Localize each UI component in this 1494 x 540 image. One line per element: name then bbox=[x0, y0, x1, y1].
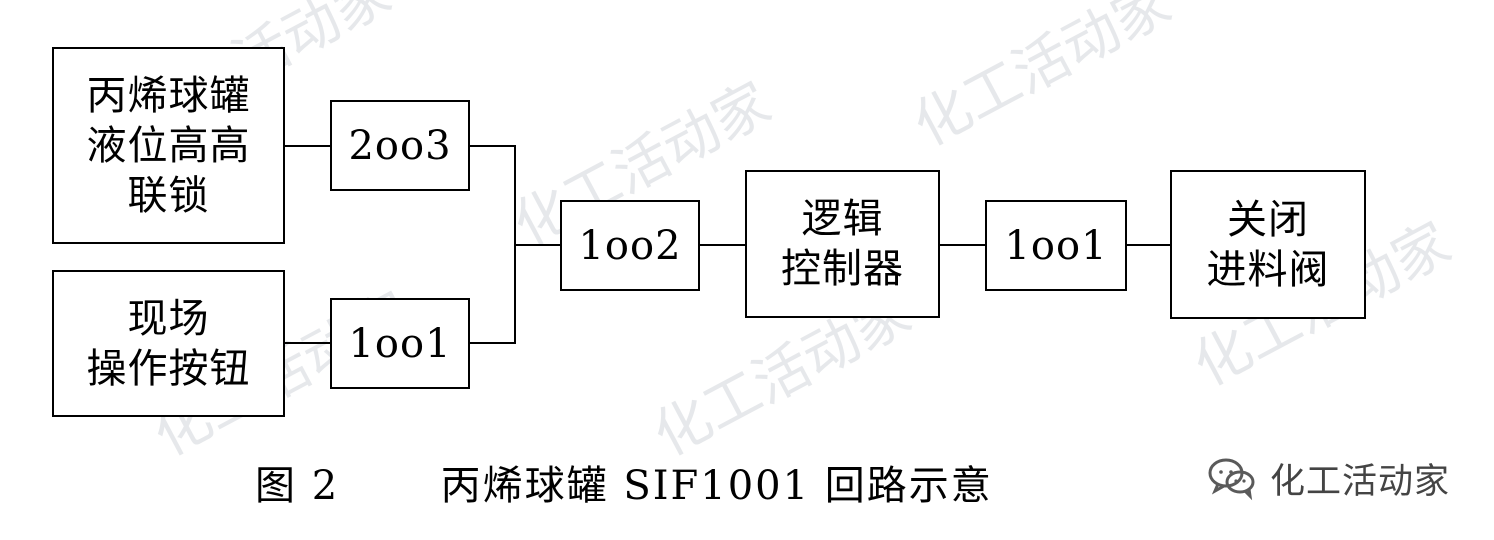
vote-1oo1-left-label: 1oo1 bbox=[348, 320, 452, 367]
logic-controller-box: 逻辑 控制器 bbox=[745, 170, 940, 318]
close-feed-valve-box: 关闭 进料阀 bbox=[1170, 170, 1366, 319]
logic-controller-label: 逻辑 控制器 bbox=[781, 196, 904, 292]
connector-2oo3-to-merge bbox=[469, 145, 516, 246]
figure-title: 丙烯球罐 SIF1001 回路示意 bbox=[440, 463, 993, 509]
onsite-operation-button-label: 现场 操作按钮 bbox=[86, 295, 251, 392]
vote-1oo1-left-box: 1oo1 bbox=[330, 298, 470, 389]
vote-1oo1-right-box: 1oo1 bbox=[985, 200, 1127, 291]
brand-watermark-text: 化工活动家 bbox=[1270, 461, 1451, 502]
vote-2oo3-label: 2oo3 bbox=[348, 122, 452, 169]
brand-watermark: 化工活动家 bbox=[1206, 450, 1476, 506]
onsite-operation-button-box: 现场 操作按钮 bbox=[52, 270, 285, 417]
connector-1oo1-left-to-merge bbox=[469, 244, 516, 344]
wechat-icon bbox=[1208, 458, 1255, 501]
vote-1oo2-box: 1oo2 bbox=[560, 200, 700, 291]
figure-caption: 图 2 丙烯球罐 SIF1001 回路示意 bbox=[255, 453, 993, 511]
propylene-tank-level-interlock-box: 丙烯球罐 液位高高 联锁 bbox=[52, 47, 285, 244]
propylene-tank-level-interlock-label: 丙烯球罐 液位高高 联锁 bbox=[86, 72, 251, 219]
background-watermark: 化工活动家 bbox=[903, 0, 1182, 160]
vote-2oo3-box: 2oo3 bbox=[330, 100, 470, 191]
vote-1oo2-label: 1oo2 bbox=[578, 222, 682, 269]
close-feed-valve-label: 关闭 进料阀 bbox=[1206, 196, 1330, 293]
vote-1oo1-right-label: 1oo1 bbox=[1004, 222, 1108, 269]
figure-number: 图 2 bbox=[255, 463, 340, 509]
